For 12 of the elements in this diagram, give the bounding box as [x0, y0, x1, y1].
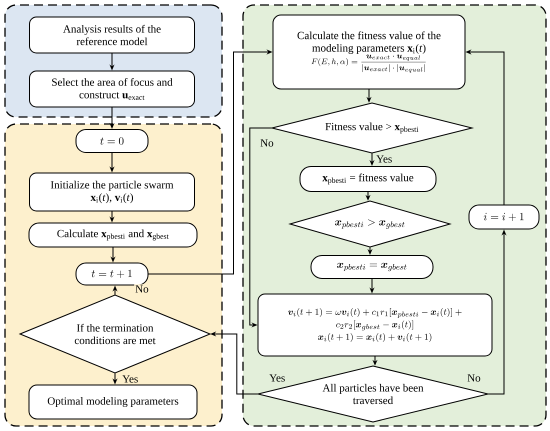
process-box: Select the area of focus and construct u$_{exact}$: [29, 70, 195, 108]
terminal-box: $t = 0$: [76, 129, 148, 153]
terminal-box: $i = i + 1$: [468, 204, 540, 230]
process-box: Initialize the particle swarm x$_{i}$(t), v$_{i}$(t): [29, 172, 195, 212]
terminal-box: $\bm{x}_{pbesti} = \bm{x}_{gbest}$: [310, 255, 434, 279]
process-box: Analysis results of the reference model: [29, 16, 195, 54]
terminal-box: x$_{pbesti}$ = fitness value: [300, 166, 436, 192]
terminal-box: $t = t + 1$: [76, 262, 148, 286]
process-box: Optimal modeling parameters: [28, 384, 198, 420]
process-box: $\bm{v}_i(t+1) = \omega\bm{v}_i(t) + c_1r_1[\bm{x}_{pbesti} - \bm{x}_i(t)] + c_2r_2[\bm{x}_{gbest} - \bm{x}_i(t)]$ $\bm{x}_i(t+1) = \bm{x}_i(t) + \bm{v}_i(t+1)$: [258, 294, 492, 356]
terminal-box: Calculate x$_{pbesti}$ and x$_{gbest}$: [28, 222, 198, 248]
process-box: Calculate the fitness value of the modeling parameters x$_{i}$(t) $F(E,h,\alpha)=\frac{\bm{u}_{exact}\cdot\bm{u}_{equal}}{|\bm{u}_{exact}|\cdot|\bm{u}_{equal}|}$: [272, 14, 466, 90]
